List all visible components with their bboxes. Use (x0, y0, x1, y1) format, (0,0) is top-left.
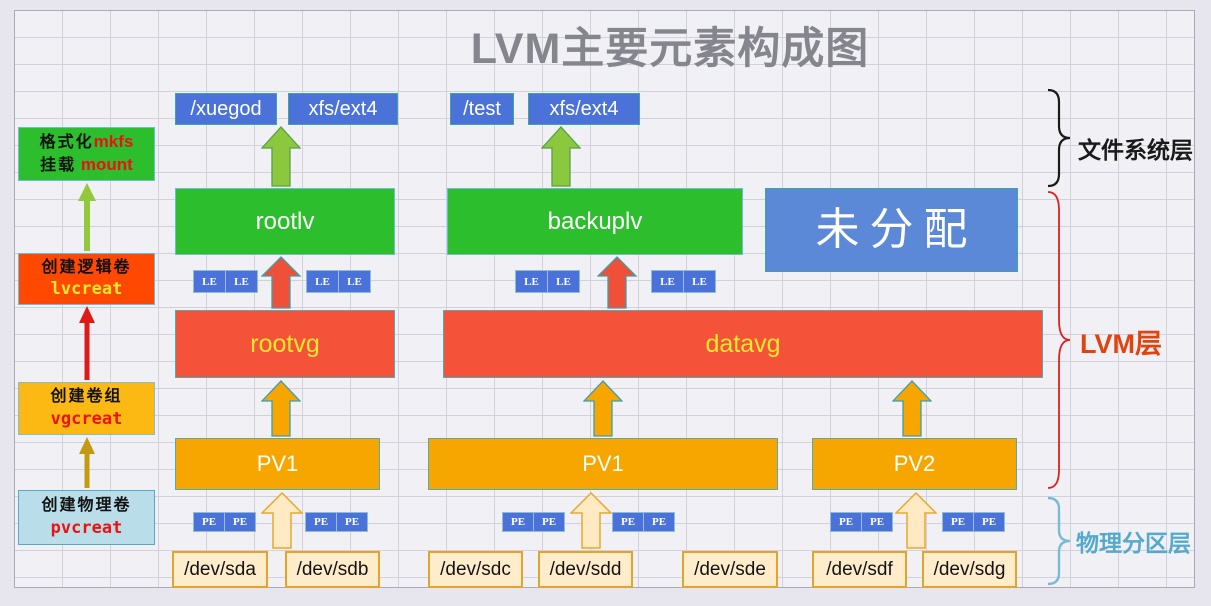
device-box-sda: /dev/sda (172, 551, 268, 588)
pv-box-pv1-a: PV1 (175, 438, 380, 490)
mount-box-xuegod: /xuegod (175, 93, 277, 125)
lv-box-backuplv: backuplv (447, 188, 743, 255)
device-box-sde: /dev/sde (682, 551, 778, 588)
brace-physical-layer (1047, 496, 1071, 586)
mount-box-test: /test (450, 93, 514, 125)
device-box-sdf: /dev/sdf (812, 551, 907, 588)
step-line: 格式化mkfs (39, 132, 134, 152)
fs-type-box: xfs/ext4 (288, 93, 398, 125)
device-box-sdg: /dev/sdg (922, 551, 1017, 588)
step-box-lvcreate: 创建逻辑卷 lvcreat (18, 253, 155, 305)
diagram-title: LVM主要元素构成图 (470, 25, 870, 73)
arrow-up-cream-block (261, 492, 303, 549)
arrow-up-orange-block (583, 380, 623, 437)
brace-filesystem-layer (1047, 88, 1071, 188)
step-box-vgcreate: 创建卷组 vgcreat (18, 382, 155, 435)
vg-box-rootvg: rootvg (175, 310, 395, 378)
pv-box-pv1-b: PV1 (428, 438, 778, 490)
vg-box-datavg: datavg (443, 310, 1043, 378)
arrow-up-green-block (261, 126, 301, 187)
arrow-up-green-thin (78, 183, 96, 251)
arrow-up-orange-block (892, 380, 932, 437)
step-box-mkfs-mount: 格式化mkfs 挂载 mount (18, 127, 155, 181)
lv-box-rootlv: rootlv (175, 188, 395, 255)
arrow-up-red-block (597, 256, 637, 309)
layer-label-physical: 物理分区层 (1076, 530, 1191, 556)
arrow-up-darkyellow-thin (79, 437, 95, 488)
device-box-sdb: /dev/sdb (285, 551, 380, 588)
unallocated-box: 未分配 (765, 188, 1018, 272)
fs-type-box: xfs/ext4 (528, 93, 640, 125)
arrow-up-cream-block (895, 492, 937, 549)
brace-lvm-layer (1047, 191, 1071, 489)
arrow-up-green-block (541, 126, 581, 187)
step-box-pvcreate: 创建物理卷 pvcreat (18, 490, 155, 545)
pv-box-pv2: PV2 (812, 438, 1017, 490)
device-box-sdd: /dev/sdd (538, 551, 633, 588)
arrow-up-cream-block (570, 492, 612, 549)
arrow-up-red-block (261, 256, 301, 309)
layer-label-filesystem: 文件系统层 (1078, 137, 1193, 163)
device-box-sdc: /dev/sdc (428, 551, 523, 588)
arrow-up-red-thin (79, 306, 95, 380)
arrow-up-orange-block (261, 380, 301, 437)
step-line: 挂载 mount (40, 155, 133, 174)
layer-label-lvm: LVM层 (1080, 329, 1162, 359)
